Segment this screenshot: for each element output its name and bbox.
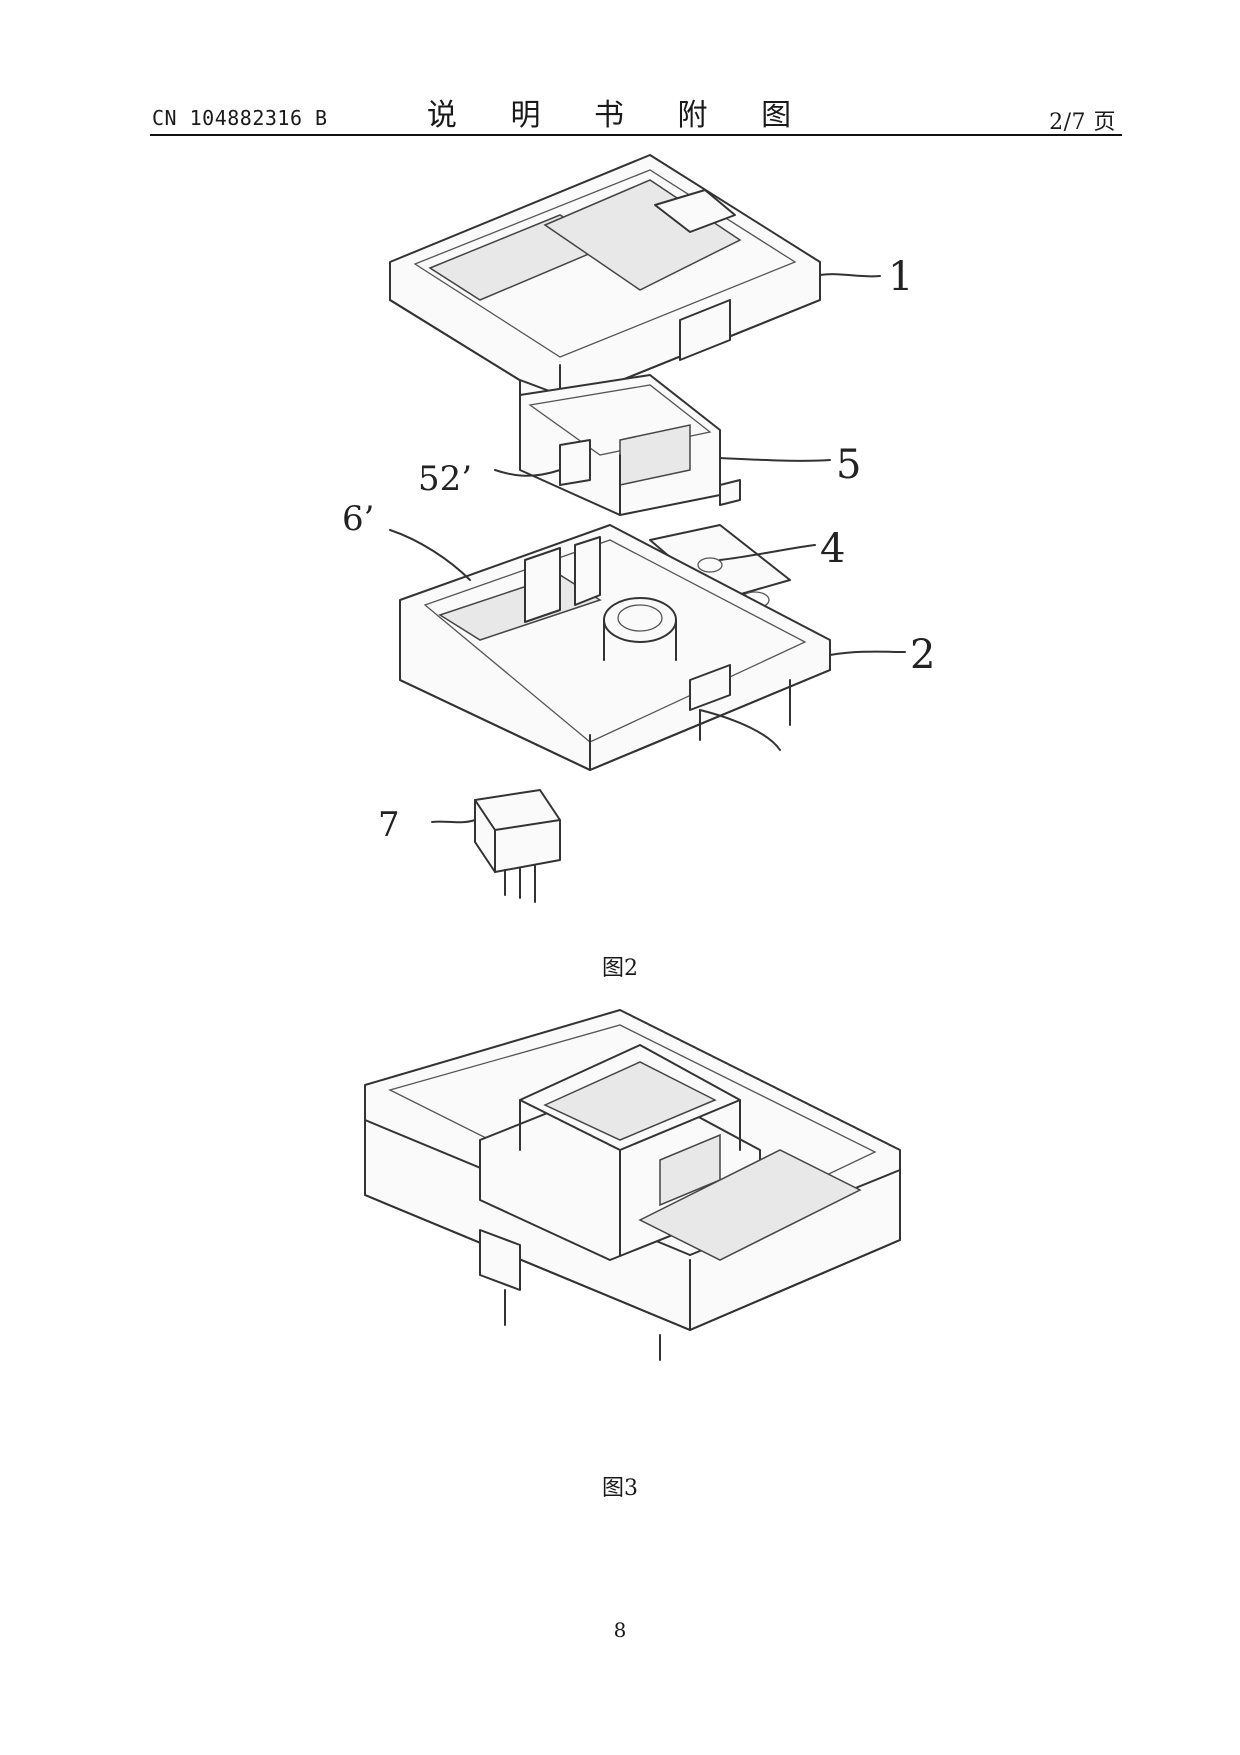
label-part-7: 7: [378, 805, 400, 845]
part-2-base: [399, 524, 831, 771]
label-part-5: 5: [836, 442, 861, 488]
section-title: 说 明 书 附 图: [426, 98, 814, 133]
figure-2-caption: 图2: [602, 956, 638, 981]
label-part-4: 4: [820, 526, 845, 572]
figure-2-part-labels: 1 5 52’ 6’ 4 2 7: [342, 254, 935, 845]
part-1-top-frame: [389, 154, 821, 421]
page-of-total: 2/7 页: [1049, 110, 1116, 135]
page-number: 8: [613, 1618, 627, 1642]
label-part-2: 2: [910, 632, 935, 678]
figure-3-drawing: [364, 1009, 901, 1361]
publication-number: CN 104882316 B: [152, 106, 328, 130]
label-part-6prime: 6’: [342, 499, 374, 539]
label-part-52prime: 52’: [418, 459, 472, 499]
label-part-1: 1: [888, 254, 913, 300]
figure-3-caption: 图3: [602, 1476, 638, 1501]
figure-2-drawing: [389, 154, 906, 903]
header-rule: [150, 134, 1122, 136]
part-7-component: [474, 789, 561, 903]
part-5-middle-block: [519, 374, 741, 516]
